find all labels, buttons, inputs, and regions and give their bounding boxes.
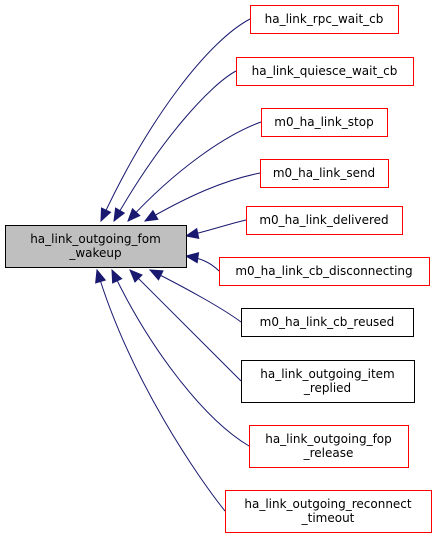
node-fop-release-box xyxy=(249,425,409,468)
node-ha-link-outgoing-fom-wakeup-box xyxy=(5,225,187,268)
edge-send-to-center xyxy=(145,172,261,221)
node-quiesce-wait-cb[interactable]: ha_link_quiesce_wait_cb xyxy=(236,57,414,86)
node-stop-box xyxy=(261,108,388,137)
edge-quiesce_wait_cb-to-center xyxy=(114,70,237,221)
node-rpc-wait-cb-box xyxy=(250,5,399,34)
node-item-replied-label-line: _replied xyxy=(303,381,351,395)
node-item-replied[interactable]: ha_link_outgoing_item_replied xyxy=(241,360,415,403)
node-ha-link-outgoing-fom-wakeup[interactable]: ha_link_outgoing_fom_wakeup xyxy=(5,225,187,268)
node-cb-disconnecting[interactable]: m0_ha_link_cb_disconnecting xyxy=(219,257,430,286)
edge-cb_reused-to-center xyxy=(150,270,242,323)
node-fop-release[interactable]: ha_link_outgoing_fop_release xyxy=(249,425,409,468)
node-rpc-wait-cb[interactable]: ha_link_rpc_wait_cb xyxy=(250,5,399,34)
edge-item_replied-to-center xyxy=(130,270,242,382)
node-quiesce-wait-cb-box xyxy=(236,57,414,86)
node-reconnect-timeout-box xyxy=(225,490,432,533)
node-delivered-label-line: m0_ha_link_delivered xyxy=(259,213,388,227)
edge-fop_release-to-center xyxy=(112,270,250,447)
edge-stop-to-center xyxy=(128,121,262,221)
edge-rpc_wait_cb-to-center xyxy=(101,18,251,221)
node-quiesce-wait-cb-label-line: ha_link_quiesce_wait_cb xyxy=(252,64,398,78)
edge-delivered-to-center xyxy=(186,219,247,236)
node-cb-reused-box xyxy=(241,308,414,337)
edge-cb_disconnecting-to-center xyxy=(186,256,220,272)
node-ha-link-outgoing-fom-wakeup-label-line: _wakeup xyxy=(68,246,121,260)
node-cb-reused-label-line: m0_ha_link_cb_reused xyxy=(260,315,395,329)
node-stop-label-line: m0_ha_link_stop xyxy=(274,115,373,129)
call-edges xyxy=(97,18,262,512)
node-fop-release-label-line: ha_link_outgoing_fop xyxy=(265,432,392,446)
node-send[interactable]: m0_ha_link_send xyxy=(260,159,389,188)
node-cb-disconnecting-box xyxy=(219,257,430,286)
node-cb-reused[interactable]: m0_ha_link_cb_reused xyxy=(241,308,414,337)
node-stop[interactable]: m0_ha_link_stop xyxy=(261,108,388,137)
edge-reconnect_timeout-to-center xyxy=(97,270,226,512)
node-ha-link-outgoing-fom-wakeup-label-line: ha_link_outgoing_fom xyxy=(30,232,161,246)
node-cb-disconnecting-label-line: m0_ha_link_cb_disconnecting xyxy=(235,264,412,278)
node-delivered[interactable]: m0_ha_link_delivered xyxy=(246,206,403,235)
node-send-box xyxy=(260,159,389,188)
node-send-label-line: m0_ha_link_send xyxy=(273,166,375,180)
node-item-replied-label-line: ha_link_outgoing_item xyxy=(260,367,394,381)
node-delivered-box xyxy=(246,206,403,235)
node-rpc-wait-cb-label-line: ha_link_rpc_wait_cb xyxy=(265,12,384,26)
function-nodes: ha_link_outgoing_fom_wakeup ha_link_rpc_w… xyxy=(5,5,432,533)
node-item-replied-box xyxy=(241,360,415,403)
node-reconnect-timeout-label-line: _timeout xyxy=(301,511,355,525)
node-reconnect-timeout[interactable]: ha_link_outgoing_reconnect_timeout xyxy=(225,490,432,533)
node-reconnect-timeout-label-line: ha_link_outgoing_reconnect xyxy=(244,497,412,511)
node-fop-release-label-line: _release xyxy=(303,446,354,460)
